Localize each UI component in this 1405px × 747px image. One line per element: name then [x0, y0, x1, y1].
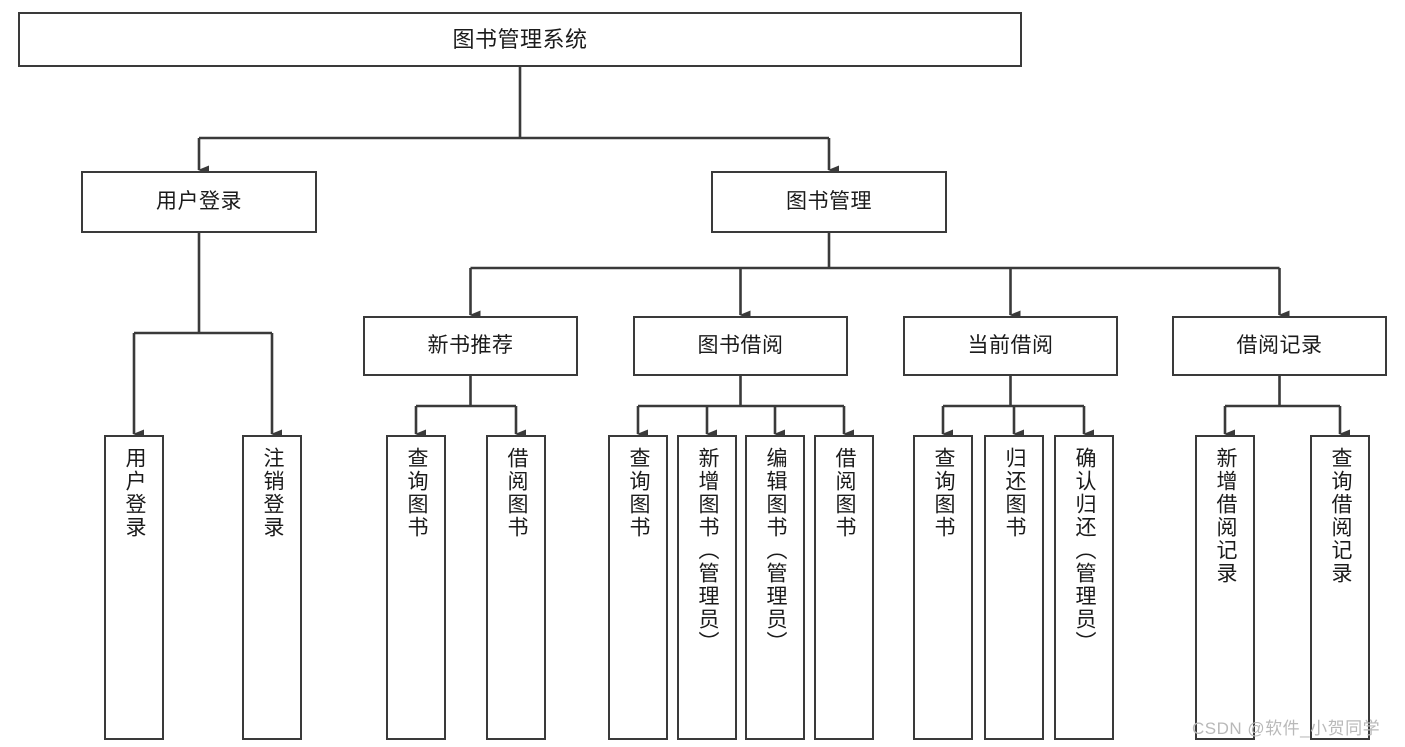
- node-label: 借阅图书: [505, 447, 529, 539]
- node-label: 查询图书: [627, 447, 651, 539]
- node-label: 确认归还（管理员）: [1073, 447, 1097, 654]
- leaf-node-query-book-3[interactable]: 查询图书: [913, 435, 973, 740]
- node-label: 归还图书: [1003, 447, 1027, 539]
- leaf-node-edit-book[interactable]: 编辑图书（管理员）: [745, 435, 805, 740]
- node-label: 借阅图书: [833, 447, 857, 539]
- leaf-node-query-book-1[interactable]: 查询图书: [386, 435, 446, 740]
- node-current-borrow[interactable]: 当前借阅: [903, 316, 1118, 376]
- csdn-watermark: CSDN @软件_小贺同学: [1192, 719, 1381, 738]
- node-label: 新增借阅记录: [1214, 447, 1238, 585]
- node-borrow-record[interactable]: 借阅记录: [1172, 316, 1387, 376]
- leaf-node-user-login[interactable]: 用户登录: [104, 435, 164, 740]
- node-label: 图书借阅: [697, 333, 784, 357]
- node-user-login[interactable]: 用户登录: [81, 171, 317, 233]
- leaf-node-borrow-book-1[interactable]: 借阅图书: [486, 435, 546, 740]
- node-label: 图书管理: [786, 189, 872, 213]
- node-label: 注销登录: [261, 447, 285, 539]
- leaf-node-add-book[interactable]: 新增图书（管理员）: [677, 435, 737, 740]
- node-label: 查询借阅记录: [1329, 447, 1353, 585]
- node-label: 图书管理系统: [452, 26, 588, 52]
- node-book-borrow[interactable]: 图书借阅: [633, 316, 848, 376]
- leaf-node-borrow-book-2[interactable]: 借阅图书: [814, 435, 874, 740]
- node-book-manage[interactable]: 图书管理: [711, 171, 947, 233]
- node-label: 编辑图书（管理员）: [764, 447, 788, 654]
- leaf-node-user-logout[interactable]: 注销登录: [242, 435, 302, 740]
- leaf-node-return-book[interactable]: 归还图书: [984, 435, 1044, 740]
- node-label: 用户登录: [156, 189, 242, 213]
- leaf-node-query-borrow-record[interactable]: 查询借阅记录: [1310, 435, 1370, 740]
- leaf-node-query-book-2[interactable]: 查询图书: [608, 435, 668, 740]
- node-label: 查询图书: [932, 447, 956, 539]
- node-label: 当前借阅: [967, 333, 1054, 357]
- leaf-node-add-borrow-record[interactable]: 新增借阅记录: [1195, 435, 1255, 740]
- node-root[interactable]: 图书管理系统: [18, 12, 1022, 67]
- node-label: 查询图书: [405, 447, 429, 539]
- node-label: 新书推荐: [427, 333, 514, 357]
- node-label: 借阅记录: [1236, 333, 1323, 357]
- node-label: 用户登录: [123, 447, 147, 539]
- node-label: 新增图书（管理员）: [696, 447, 720, 654]
- node-new-book-recommend[interactable]: 新书推荐: [363, 316, 578, 376]
- leaf-node-confirm-return[interactable]: 确认归还（管理员）: [1054, 435, 1114, 740]
